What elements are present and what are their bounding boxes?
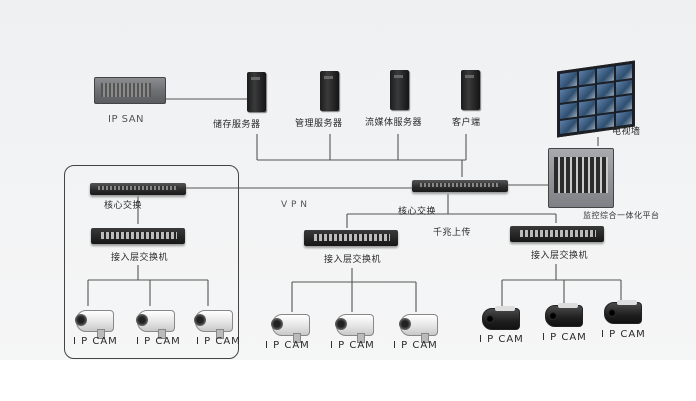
ip-san-label: IP SAN	[108, 114, 145, 125]
center-core-switch[interactable]	[412, 180, 508, 192]
ip-camera-center-2-label: I P CAM	[330, 340, 375, 351]
ip-camera-left-1[interactable]	[75, 310, 114, 339]
client-pc[interactable]	[461, 70, 480, 110]
left-core-switch[interactable]	[90, 183, 186, 195]
streaming-server-label: 流媒体服务器	[365, 118, 423, 128]
ip-camera-left-3[interactable]	[194, 310, 233, 339]
ip-camera-right-1[interactable]	[482, 306, 520, 330]
ip-camera-center-1[interactable]	[271, 314, 310, 343]
center-access-label: 接入层交换机	[324, 255, 382, 265]
storage-server[interactable]	[247, 72, 266, 112]
right-access-label: 接入层交换机	[531, 251, 589, 261]
integrated-monitoring-platform[interactable]	[548, 148, 614, 208]
ip-camera-left-2-label: I P CAM	[136, 336, 181, 347]
ip-camera-right-2-label: I P CAM	[542, 332, 587, 343]
ip-camera-left-1-label: I P CAM	[73, 336, 118, 347]
ip-camera-center-3-label: I P CAM	[393, 340, 438, 351]
management-server-label: 管理服务器	[295, 119, 343, 129]
left-core-label: 核心交换	[104, 201, 143, 211]
ip-camera-left-3-label: I P CAM	[196, 336, 241, 347]
storage-server-label: 储存服务器	[213, 120, 261, 130]
client-label: 客户端	[452, 118, 481, 128]
streaming-server[interactable]	[390, 70, 409, 110]
ip-camera-right-3-label: I P CAM	[601, 329, 646, 340]
left-access-label: 接入层交换机	[111, 253, 169, 263]
ip-camera-left-2[interactable]	[136, 310, 175, 339]
ip-camera-center-3[interactable]	[399, 314, 438, 343]
left-access-switch[interactable]	[91, 228, 185, 244]
ip-camera-right-3[interactable]	[604, 300, 642, 324]
video-wall[interactable]	[557, 60, 635, 138]
management-server[interactable]	[320, 71, 339, 111]
vpn-label: V P N	[281, 200, 308, 210]
video-wall-label: 电视墙	[612, 127, 641, 137]
platform-label: 监控综合一体化平台	[583, 211, 660, 220]
right-access-switch[interactable]	[510, 226, 604, 242]
center-core-label: 核心交换	[398, 207, 437, 217]
gigabit-uplink-label: 千兆上传	[433, 228, 472, 238]
center-access-switch[interactable]	[304, 230, 398, 246]
ip-camera-right-1-label: I P CAM	[479, 334, 524, 345]
local-site-group	[64, 165, 239, 359]
ip-camera-right-2[interactable]	[545, 303, 583, 327]
ip-san-storage[interactable]	[94, 77, 166, 104]
ip-camera-center-2[interactable]	[335, 314, 374, 343]
ip-camera-center-1-label: I P CAM	[265, 340, 310, 351]
